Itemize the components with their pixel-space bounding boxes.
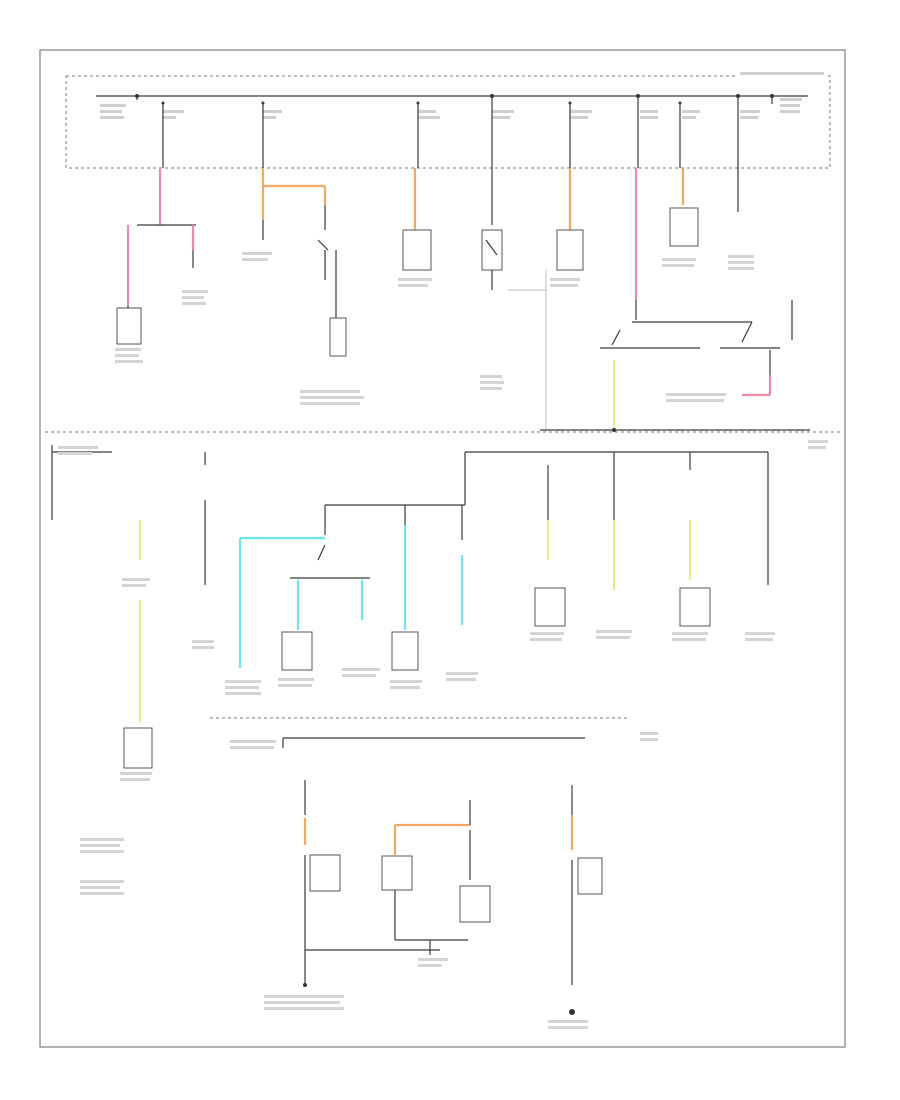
module-box-mid-4 xyxy=(679,587,711,627)
branch-orange-7 xyxy=(669,168,699,247)
module-box-mid-1 xyxy=(281,631,313,671)
module-box-5 xyxy=(556,229,584,271)
module-box-mid-2 xyxy=(391,631,419,671)
module-box-low-3 xyxy=(459,885,491,923)
relay-box-4 xyxy=(481,229,503,271)
middle-section xyxy=(51,445,769,769)
ground-bottom-icon xyxy=(569,1009,575,1015)
switch-box-2 xyxy=(329,317,347,357)
diagram-frame xyxy=(39,49,846,1048)
component-labels xyxy=(58,252,828,1029)
module-box-low-4 xyxy=(577,857,603,895)
module-box-3 xyxy=(402,229,432,271)
module-box-low-2 xyxy=(381,855,413,891)
lower-bus xyxy=(210,717,630,748)
module-box-left-low xyxy=(123,727,153,769)
lower-section xyxy=(303,780,603,1015)
module-box-low-1 xyxy=(309,854,341,892)
branch-orange-2 xyxy=(261,168,347,357)
underhood-fuse-box xyxy=(65,72,831,169)
branch-gray-4 xyxy=(481,168,546,291)
module-box-1 xyxy=(116,307,142,345)
module-box-mid-3 xyxy=(534,587,566,627)
mid-bus xyxy=(45,428,840,433)
branch-pink-6 xyxy=(600,168,780,430)
module-box-7 xyxy=(669,207,699,247)
branch-pink-left xyxy=(116,168,196,345)
branch-orange-3 xyxy=(402,168,432,271)
fuse-box-outline xyxy=(65,75,831,169)
branch-orange-5 xyxy=(545,168,584,430)
